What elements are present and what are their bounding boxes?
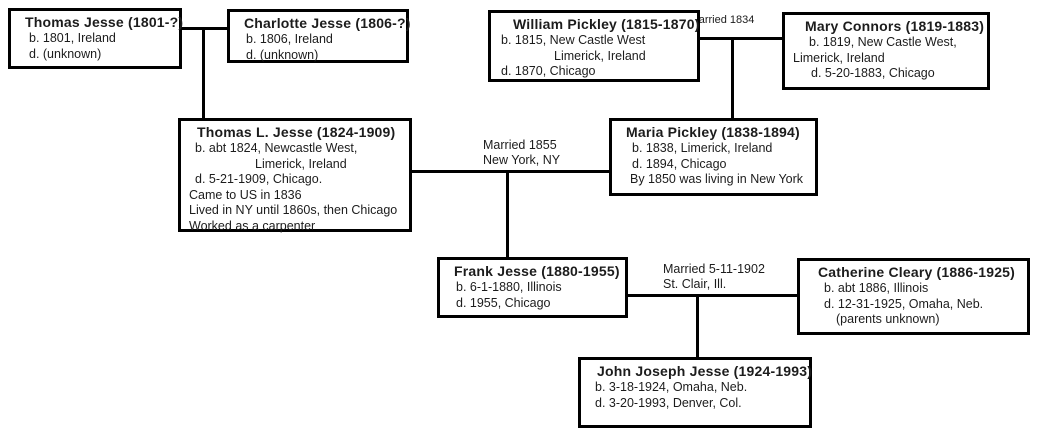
marriage-label-line2: St. Clair, Ill. bbox=[663, 277, 727, 291]
person-birth-detail-2: Limerick, Ireland bbox=[255, 156, 347, 171]
person-box-william-pickley: William Pickley (1815-1870) b. 1815, New… bbox=[488, 10, 700, 82]
descent-line-to-frank-jesse bbox=[506, 170, 509, 260]
person-note: Lived in NY until 1860s, then Chicago bbox=[189, 203, 398, 217]
marriage-label-line1: Married 1855 bbox=[483, 138, 557, 152]
marriage-line-william-mary bbox=[698, 37, 784, 40]
person-box-catherine-cleary: Catherine Cleary (1886-1925) b. abt 1886… bbox=[797, 258, 1030, 335]
person-death-detail: d. 12-31-1925, Omaha, Neb. bbox=[824, 296, 984, 311]
marriage-line-thomasl-maria bbox=[410, 170, 611, 173]
marriage-label-text: married 1834 bbox=[689, 14, 755, 26]
person-name: Catherine Cleary (1886-1925) bbox=[818, 264, 1016, 280]
person-death-detail: d. 1955, Chicago bbox=[456, 295, 551, 310]
person-death-detail: d. 5-21-1909, Chicago. bbox=[195, 172, 323, 186]
person-name: Frank Jesse (1880-1955) bbox=[454, 263, 620, 279]
person-birth-detail: b. abt 1824, Newcastle West, bbox=[195, 141, 358, 155]
person-note: Came to US in 1836 bbox=[189, 187, 302, 202]
person-birth-detail: b. abt 1886, Illinois bbox=[824, 281, 929, 295]
person-death-detail: d. (unknown) bbox=[246, 47, 319, 62]
person-box-frank-jesse: Frank Jesse (1880-1955) b. 6-1-1880, Ill… bbox=[437, 257, 628, 318]
marriage-line-frank-catherine bbox=[626, 294, 799, 297]
descent-line-to-maria-pickley bbox=[731, 37, 734, 121]
person-death-detail: d. (unknown) bbox=[29, 46, 102, 61]
person-death-detail: d. 1894, Chicago bbox=[632, 156, 727, 171]
person-box-thomas-jesse: Thomas Jesse (1801-?) b. 1801, Ireland d… bbox=[8, 8, 184, 69]
person-birth-detail: b. 6-1-1880, Illinois bbox=[456, 280, 562, 294]
person-name: Thomas L. Jesse (1824-1909) bbox=[197, 124, 396, 140]
person-box-john-joseph-jesse: John Joseph Jesse (1924-1993) b. 3-18-19… bbox=[578, 357, 812, 428]
person-birth-detail: b. 1801, Ireland bbox=[29, 31, 116, 45]
descent-line-to-john-joseph-jesse bbox=[696, 294, 699, 360]
person-birth-detail: b. 1806, Ireland bbox=[246, 32, 333, 46]
person-note: By 1850 was living in New York bbox=[630, 172, 804, 186]
person-birth-detail: b. 1838, Limerick, Ireland bbox=[632, 141, 773, 155]
person-death-detail: d. 5-20-1883, Chicago bbox=[811, 66, 935, 80]
descent-line-to-thomas-l-jesse bbox=[202, 27, 205, 121]
person-name: William Pickley (1815-1870) bbox=[513, 16, 700, 32]
person-note: (parents unknown) bbox=[836, 312, 940, 326]
person-box-charlotte-jesse: Charlotte Jesse (1806-?) b. 1806, Irelan… bbox=[227, 9, 411, 63]
person-name: Thomas Jesse (1801-?) bbox=[25, 14, 184, 30]
person-box-maria-pickley: Maria Pickley (1838-1894) b. 1838, Limer… bbox=[609, 118, 818, 196]
person-birth-detail: b. 1819, New Castle West, bbox=[809, 35, 957, 49]
person-birth-detail-2: Limerick, Ireland bbox=[793, 50, 885, 65]
marriage-label-line1: Married 5-11-1902 bbox=[663, 262, 765, 276]
marriage-label-1855: Married 1855 New York, NY bbox=[483, 138, 560, 168]
marriage-label-line2: New York, NY bbox=[483, 153, 561, 167]
marriage-label-1902: Married 5-11-1902 St. Clair, Ill. bbox=[663, 262, 765, 292]
person-box-thomas-l-jesse: Thomas L. Jesse (1824-1909) b. abt 1824,… bbox=[178, 118, 412, 233]
marriage-label-1834: married 1834 bbox=[683, 14, 761, 27]
person-name: Charlotte Jesse (1806-?) bbox=[244, 15, 411, 31]
person-box-mary-connors: Mary Connors (1819-1883) b. 1819, New Ca… bbox=[782, 12, 990, 90]
person-name: John Joseph Jesse (1924-1993) bbox=[597, 363, 813, 379]
person-birth-detail: b. 3-18-1924, Omaha, Neb. bbox=[595, 380, 748, 394]
person-name: Mary Connors (1819-1883) bbox=[805, 18, 985, 34]
person-birth-detail-2: Limerick, Ireland bbox=[554, 48, 646, 63]
person-death-detail: d. 1870, Chicago bbox=[501, 64, 596, 78]
person-name: Maria Pickley (1838-1894) bbox=[626, 124, 800, 140]
person-birth-detail: b. 1815, New Castle West bbox=[501, 33, 646, 47]
person-death-detail: d. 3-20-1993, Denver, Col. bbox=[595, 395, 742, 410]
person-note: Worked as a carpenter bbox=[189, 218, 316, 233]
